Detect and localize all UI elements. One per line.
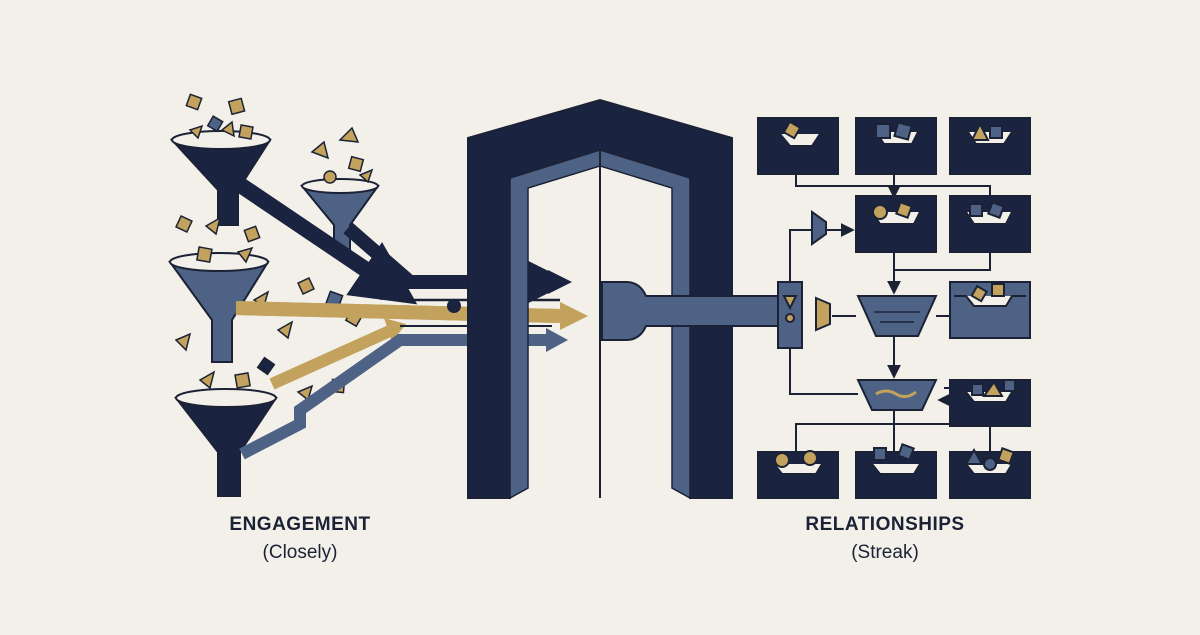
engagement-caption: ENGAGEMENT (Closely) xyxy=(190,514,410,564)
input-streams xyxy=(225,171,588,460)
container-bin-icon xyxy=(855,443,937,499)
container-bin-icon xyxy=(949,195,1031,253)
relationships-title: RELATIONSHIPS xyxy=(805,514,965,535)
relationships-caption: RELATIONSHIPS (Streak) xyxy=(760,514,1010,564)
funnel-top-right xyxy=(299,178,380,253)
container-bin-icon xyxy=(949,117,1031,175)
container-bin-icon xyxy=(855,117,937,175)
container-bin-icon xyxy=(949,281,1031,339)
engagement-title: ENGAGEMENT xyxy=(229,514,371,535)
container-bin-icon xyxy=(855,195,937,253)
particles xyxy=(174,93,520,402)
container-bin-icon xyxy=(757,450,839,499)
gateway-arch-icon xyxy=(467,98,791,500)
container-bin-icon xyxy=(757,117,839,175)
bins-grid xyxy=(757,117,1031,499)
funnel-top-left xyxy=(169,130,272,226)
filter-hopper-icon xyxy=(856,379,938,411)
junction-box xyxy=(777,281,831,349)
funnel-icon xyxy=(811,210,827,246)
filter-hopper-icon xyxy=(856,295,938,337)
relationships-subtitle: (Streak) xyxy=(851,542,919,563)
container-bin-icon xyxy=(949,447,1031,499)
funnel-bottom xyxy=(173,388,278,497)
engagement-subtitle: (Closely) xyxy=(262,542,338,563)
grid-connectors xyxy=(789,174,991,452)
container-bin-icon xyxy=(949,379,1031,427)
